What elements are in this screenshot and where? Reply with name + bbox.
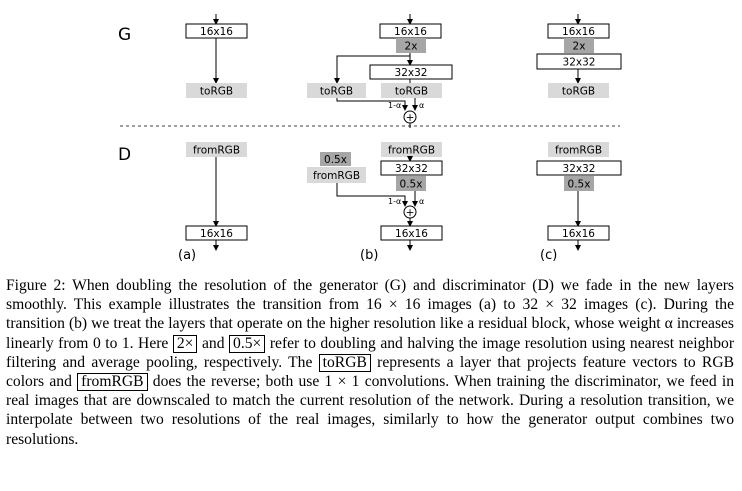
caption-part-3: refer to doubling and halving the image …: [6, 334, 735, 371]
b-torgb-right-block: [381, 83, 442, 98]
c-g-32x32-block: [536, 53, 622, 70]
a-fromrgb-label: fromRGB: [193, 145, 240, 157]
discriminator-label: D: [118, 145, 131, 165]
b-d-16x16-block: [380, 225, 443, 241]
b-g-16x16-label: 16x16: [394, 26, 427, 38]
c-d-05x-label: 0.5x: [568, 179, 591, 191]
b-fromrgb-left-block: [307, 167, 366, 183]
figure-caption: Figure 2: When doubling the resolution o…: [6, 276, 734, 449]
generator-label: G: [118, 25, 131, 45]
b-d-one-minus-alpha: 1-α: [388, 197, 401, 206]
a-d-16x16-label: 16x16: [200, 228, 233, 240]
c-torgb-label: toRGB: [562, 86, 595, 98]
b-torgb-left-block: [307, 83, 366, 98]
b-g-2x-label: 2x: [405, 41, 418, 53]
b-d-32x32-label: 32x32: [395, 163, 428, 175]
c-g-2x-label: 2x: [573, 41, 586, 53]
a-fromrgb-block: [186, 142, 247, 157]
a-g-16x16-label: 16x16: [200, 26, 233, 38]
caption-part-5: does the reverse; both use 1 × 1 convolu…: [6, 373, 735, 448]
b-g-32x32-block: [369, 64, 453, 80]
c-fromrgb-block: [548, 142, 609, 157]
progressive-growing-diagram: G D 16x16 toRGB fromRGB 16x16 (a) 16x16 …: [118, 14, 622, 263]
b-g-alpha: α: [419, 101, 424, 110]
b-d-05x-right-block: [396, 176, 426, 191]
a-torgb-label: toRGB: [200, 86, 233, 98]
b-d-05x-left-label: 0.5x: [324, 154, 347, 166]
c-d-32x32-block: [536, 160, 622, 176]
caption-part-2: and: [201, 334, 225, 352]
column-c: 16x16 2x 32x32 toRGB fromRGB 32x32 0.5x …: [536, 14, 622, 263]
caption-part-1: Figure 2: When doubling the resolution o…: [6, 277, 734, 352]
c-d-05x-block: [564, 176, 594, 191]
c-d-16x16-label: 16x16: [562, 228, 595, 240]
c-fromrgb-label: fromRGB: [555, 145, 602, 157]
c-g-32x32-label: 32x32: [563, 57, 596, 69]
caption-box-fromrgb: fromRGB: [77, 373, 148, 392]
caption-box-torgb: toRGB: [318, 353, 371, 372]
b-d-32x32-block: [380, 160, 443, 176]
c-torgb-block: [548, 83, 609, 98]
b-fromrgb-right-block: [381, 142, 442, 157]
sub-label-c: (c): [540, 248, 557, 263]
column-b: 16x16 2x 32x32 toRGB toRGB 1-α α + fromR…: [307, 14, 453, 263]
b-torgb-left-label: toRGB: [320, 86, 353, 98]
caption-part-4: represents a layer that projects feature…: [6, 353, 734, 391]
b-g-one-minus-alpha: 1-α: [388, 101, 401, 110]
b-torgb-right-label: toRGB: [395, 86, 428, 98]
c-g-16x16-label: 16x16: [562, 26, 595, 38]
c-g-2x-block: [564, 38, 594, 53]
caption-box-05x: 0.5×: [229, 334, 266, 353]
b-g-2x-block: [396, 38, 426, 53]
sub-label-b: (b): [360, 248, 378, 263]
b-d-05x-right-label: 0.5x: [400, 179, 423, 191]
b-d-05x-left-block: [320, 152, 351, 166]
column-a: 16x16 toRGB fromRGB 16x16 (a): [178, 14, 248, 263]
b-g-32x32-label: 32x32: [395, 67, 428, 79]
b-g-sum-symbol: +: [406, 112, 415, 124]
sub-label-a: (a): [178, 248, 196, 263]
b-d-sum-symbol: +: [406, 207, 415, 219]
c-d-32x32-label: 32x32: [563, 163, 596, 175]
b-fromrgb-right-label: fromRGB: [388, 145, 435, 157]
b-d-alpha: α: [419, 197, 424, 206]
caption-box-2x: 2×: [172, 334, 198, 353]
a-torgb-block: [186, 83, 247, 98]
b-d-16x16-label: 16x16: [395, 228, 428, 240]
b-fromrgb-left-label: fromRGB: [313, 170, 360, 182]
